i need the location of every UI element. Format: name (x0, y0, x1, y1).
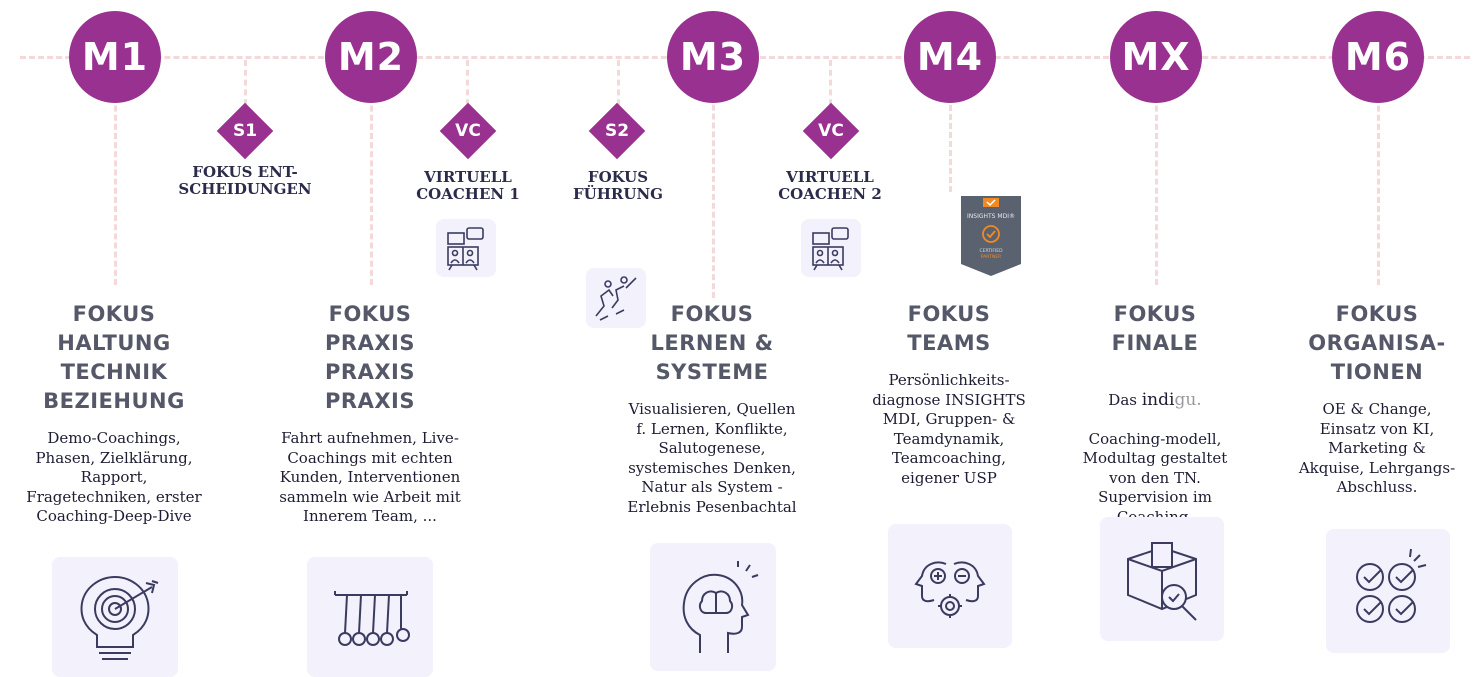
connector (617, 60, 620, 115)
connector (1155, 60, 1158, 285)
connector (712, 60, 715, 298)
sub-title-vc2: VIRTUELL COACHEN 2 (778, 168, 882, 203)
connector (244, 60, 247, 115)
box-magnifier-icon (1100, 517, 1224, 641)
focus-title-2: FOKUS PRAXIS PRAXIS PRAXIS (325, 302, 415, 413)
milestone-m1: M1 (69, 11, 161, 103)
focus-desc-3: Visualisieren, Quellen f. Lernen, Konfli… (627, 400, 797, 516)
connector (949, 60, 952, 192)
insights-mdi-badge: INSIGHTS MDI® CERTIFIED PARTNER (961, 196, 1021, 276)
focus-title-3: FOKUS LERNEN & SYSTEME (650, 302, 774, 384)
focus-desc-5-text: Coaching-modell, Modultag gestaltet von … (1082, 429, 1228, 526)
milestone-m6: M6 (1332, 11, 1424, 103)
connector (466, 60, 469, 115)
checklist-circles-icon (1326, 529, 1450, 653)
brain-head-icon (650, 543, 776, 671)
milestone-mx: MX (1110, 11, 1202, 103)
focus-desc-5: Das indigu. Coaching-modell, Modultag ge… (1055, 371, 1255, 527)
sub-label-s1: S1 (232, 121, 258, 141)
connector (1377, 60, 1380, 285)
video-call-icon (436, 219, 496, 277)
leadership-climb-icon (586, 268, 646, 328)
focus-desc-4: Persönlichkeits- diagnose INSIGHTS MDI, … (872, 371, 1026, 487)
focus-title-6: FOKUS ORGANISA- TIONEN (1308, 302, 1446, 384)
heads-gear-icon (888, 524, 1012, 648)
sub-title-vc1: VIRTUELL COACHEN 1 (416, 168, 520, 203)
connector (370, 60, 373, 285)
svg-text:INSIGHTS MDI®: INSIGHTS MDI® (967, 213, 1015, 220)
milestone-m2: M2 (325, 11, 417, 103)
focus-desc-6: OE & Change, Einsatz von KI, Marketing &… (1298, 400, 1456, 496)
focus-title-1: FOKUS HALTUNG TECHNIK BEZIEHUNG (43, 302, 185, 413)
brand-prefix: Das (1108, 390, 1142, 409)
focus-desc-1: Demo-Coachings, Phasen, Zielklärung, Rap… (26, 429, 202, 525)
focus-title-5: FOKUS FINALE (1111, 302, 1199, 355)
milestone-m3: M3 (667, 11, 759, 103)
brand-gu: gu. (1174, 389, 1202, 410)
video-call-icon (801, 219, 861, 277)
newtons-cradle-icon (307, 557, 433, 677)
focus-desc-2: Fahrt aufnehmen, Live- Coachings mit ech… (279, 429, 461, 525)
connector (829, 60, 832, 115)
sub-label-vc2: VC (818, 121, 844, 141)
svg-text:PARTNER: PARTNER (981, 254, 1001, 260)
sub-label-s2: S2 (604, 121, 630, 141)
milestone-m4: M4 (904, 11, 996, 103)
sub-label-vc1: VC (455, 121, 481, 141)
connector (114, 60, 117, 285)
lightbulb-target-icon (52, 557, 178, 677)
sub-title-s2: FOKUS FÜHRUNG (573, 168, 663, 203)
svg-text:CERTIFIED: CERTIFIED (979, 248, 1003, 254)
focus-title-4: FOKUS TEAMS (907, 302, 991, 355)
sub-title-s1: FOKUS ENT- SCHEIDUNGEN (178, 163, 312, 198)
brand-indi: indi (1141, 389, 1175, 410)
